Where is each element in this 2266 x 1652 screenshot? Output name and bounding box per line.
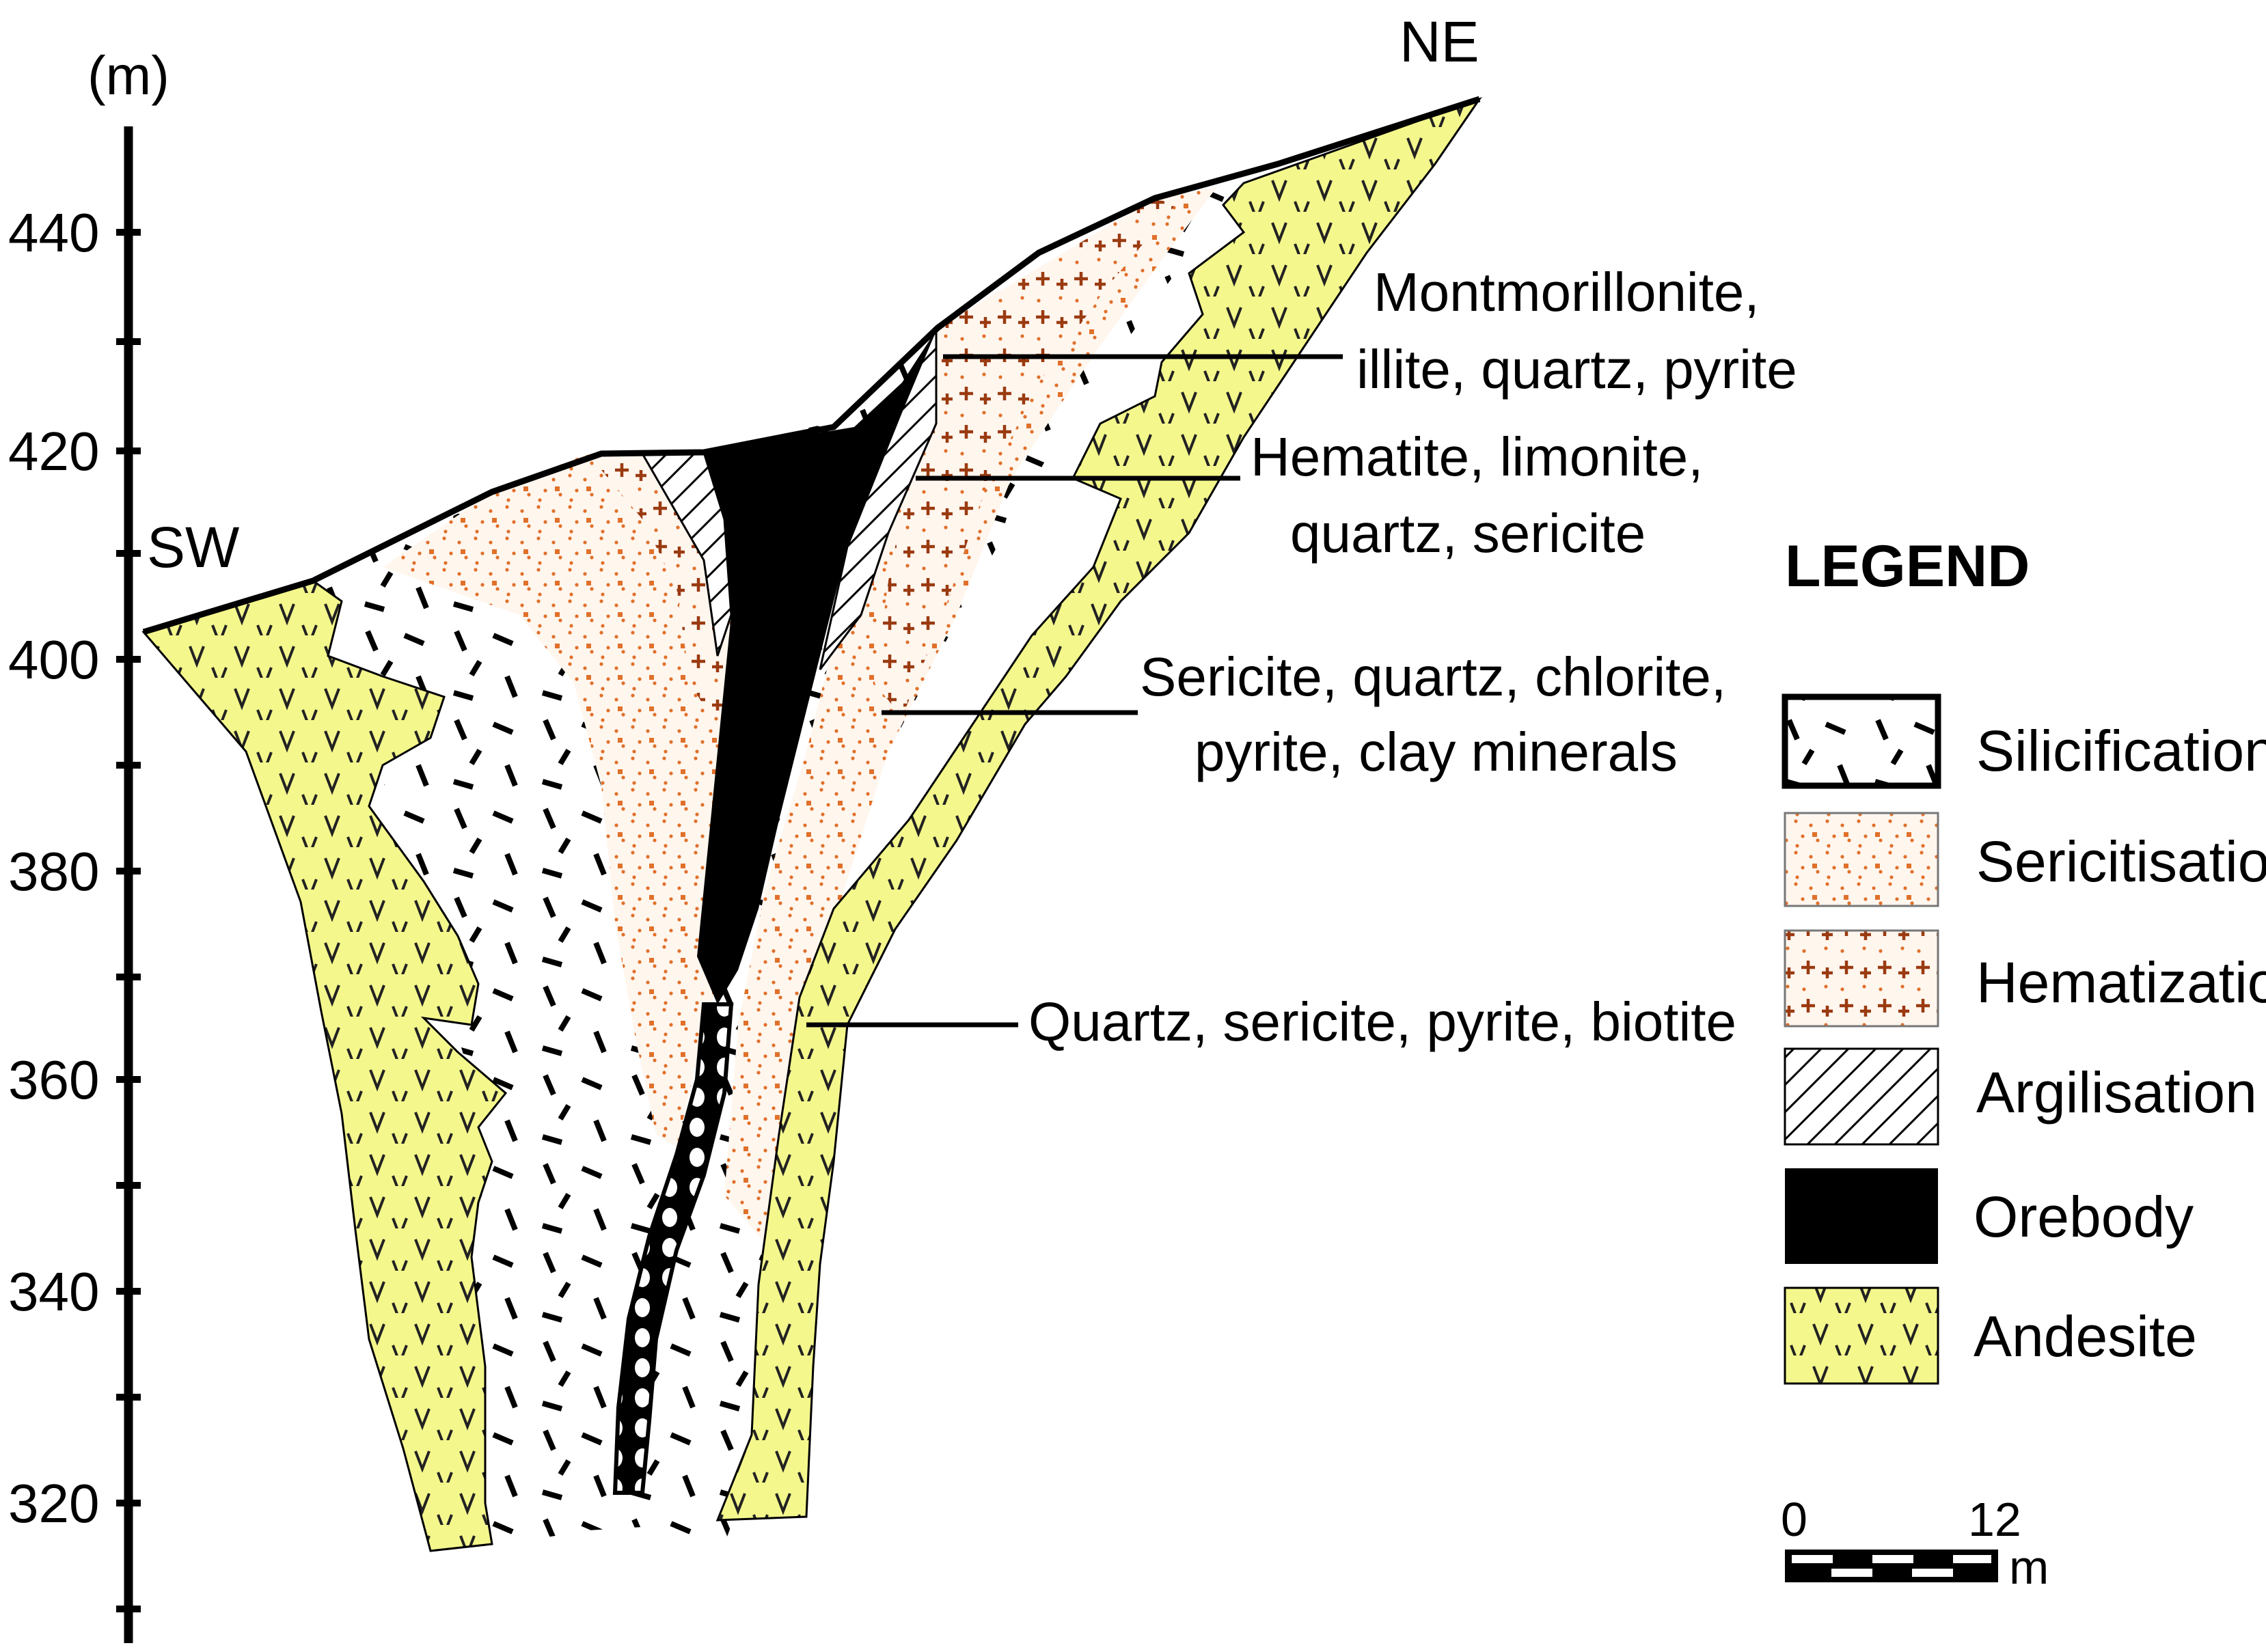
andesite-left [141, 579, 508, 1552]
legend-swatch-silicification [1782, 693, 1941, 789]
sericitisation-zone-left [383, 452, 738, 1148]
annotation-line: pyrite, clay minerals [1195, 721, 1678, 782]
tick-label: 320 [8, 1473, 99, 1534]
tick-label: 400 [8, 629, 99, 690]
scale-bar: 0 12 m [1781, 1493, 2049, 1594]
tick-label: 340 [8, 1261, 99, 1322]
legend-swatch-orebody [1785, 1168, 1938, 1264]
hematization-zone-right [875, 198, 1175, 717]
legend: LEGEND Silicification Sericitisation Hem… [1782, 534, 2266, 1385]
annotation-line: illite, quartz, pyrite [1356, 339, 1797, 400]
legend-label: Sericitisation [1976, 829, 2266, 894]
legend-label: Silicification [1976, 719, 2266, 783]
annotation-line: Sericite, quartz, chlorite, [1140, 646, 1726, 707]
legend-swatch-sericitisation [1784, 812, 1939, 907]
direction-label-sw: SW [147, 515, 239, 579]
direction-label-ne: NE [1400, 10, 1479, 74]
annotation-line: Quartz, sericite, pyrite, biotite [1028, 991, 1736, 1052]
tick-label: 380 [8, 841, 99, 902]
annotation-line: Hematite, limonite, [1251, 426, 1703, 487]
legend-title: LEGEND [1785, 534, 2030, 599]
scale-end-label: 12 [1968, 1493, 2021, 1546]
tick-label: 440 [8, 202, 99, 263]
axis-unit-label: (m) [87, 45, 169, 106]
legend-label: Orebody [1974, 1185, 2194, 1249]
tick-label: 420 [8, 421, 99, 482]
legend-swatch-hematization [1784, 929, 1939, 1028]
topographic-surface [142, 96, 1481, 635]
quartz-vein [612, 1002, 734, 1495]
elevation-axis: (m) 440 420 400 380 360 340 320 [8, 45, 169, 1643]
legend-swatch-argilisation [1784, 1047, 1939, 1146]
legend-label: Argilisation [1976, 1060, 2257, 1125]
andesite-right [715, 97, 1482, 1522]
annotation-line: Montmorillonite, [1374, 262, 1760, 322]
legend-swatch-andesite [1784, 1286, 1939, 1385]
annotations: Montmorillonite, illite, quartz, pyrite … [806, 262, 1797, 1052]
scale-start-label: 0 [1781, 1493, 1807, 1546]
legend-label: Hematization [1976, 950, 2266, 1015]
tick-label: 360 [8, 1049, 99, 1110]
legend-label: Andesite [1974, 1304, 2197, 1368]
annotation-line: quartz, sericite [1290, 503, 1646, 564]
orebody [697, 328, 938, 1004]
scale-unit-label: m [2009, 1541, 2049, 1594]
